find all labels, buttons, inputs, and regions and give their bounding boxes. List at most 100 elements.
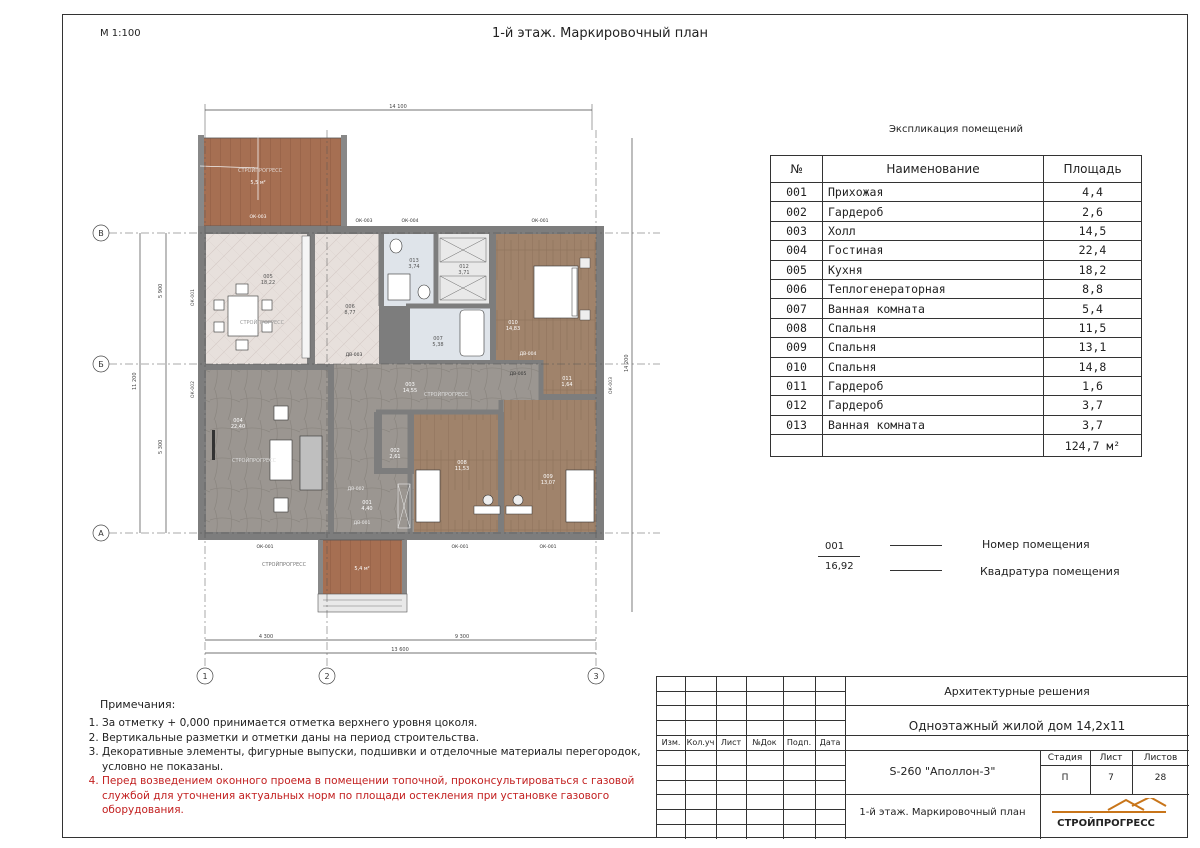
explication-name: Прихожая	[822, 181, 1044, 203]
win-ok001-b3: ОК-001	[540, 544, 557, 550]
win-ok001-top: ОК-001	[532, 218, 549, 224]
explication-name: Теплогенераторная	[822, 278, 1044, 300]
explication-area: 18,2	[1043, 259, 1142, 280]
notes-list: За отметку + 0,000 принимается отметка в…	[86, 716, 658, 818]
explication-title: Экспликация помещений	[888, 124, 1024, 135]
axis-v: В	[98, 229, 104, 238]
explication-name: Гардероб	[822, 375, 1044, 397]
axis-3: 3	[593, 672, 598, 681]
col-no: №	[770, 155, 823, 183]
explication-name: Ванная комната	[822, 298, 1044, 319]
explication-area: 1,6	[1043, 375, 1142, 397]
explication-no: 007	[770, 298, 823, 319]
legend-area-label: Квадратура помещения	[980, 565, 1120, 578]
explication-name: Гостиная	[822, 240, 1044, 261]
stamp-col-izm: Изм.	[661, 738, 681, 747]
dim-right-total: 14 200	[624, 355, 630, 373]
stamp-sheet-number: 7	[1108, 773, 1114, 783]
stamp-stage: П	[1061, 773, 1069, 783]
dim-left-lower: 5 300	[158, 440, 164, 454]
win-ok001-b2: ОК-001	[452, 544, 469, 550]
door-dv004: ДВ-004	[520, 351, 537, 357]
explication-area: 4,4	[1043, 181, 1142, 203]
legend-number-label: Номер помещения	[982, 538, 1090, 551]
drawing-scale: М 1:100	[100, 28, 141, 39]
win-ok001-left: ОК-001	[190, 289, 196, 306]
explication-no: 010	[770, 356, 823, 377]
title-block: Изм. Кол.уч Лист №Док Подп. Дата Архитек…	[656, 676, 1189, 839]
stamp-code: S-260 "Аполлон-3"	[889, 765, 996, 778]
stamp-col-list: Лист	[720, 738, 742, 747]
company-logo: СТРОЙПРОГРЕСС	[1052, 798, 1167, 829]
company-logo-text: СТРОЙПРОГРЕСС	[1057, 816, 1155, 829]
watermark-top: СТРОЙПРОГРЕСС	[238, 167, 283, 174]
explication-name: Ванная комната	[822, 414, 1044, 436]
door-dv005: ДВ-005	[510, 371, 527, 377]
watermark-hall: СТРОЙПРОГРЕСС	[424, 391, 469, 398]
explication-area: 14,5	[1043, 220, 1142, 242]
explication-no: 009	[770, 337, 823, 358]
explication-no: 003	[770, 220, 823, 242]
win-ok003-right: ОК-003	[608, 377, 614, 394]
stamp-sheets-label: Листов	[1143, 753, 1178, 763]
explication-area: 13,1	[1043, 337, 1142, 358]
explication-name: Гардероб	[822, 395, 1044, 416]
total-empty-name	[822, 434, 1044, 458]
explication-area: 3,7	[1043, 395, 1142, 416]
explication-area: 3,7	[1043, 414, 1142, 436]
watermark-kitchen: СТРОЙПРОГРЕСС	[240, 319, 285, 326]
explication-no: 008	[770, 317, 823, 339]
stamp-drawing-name: 1-й этаж. Маркировочный план	[859, 807, 1026, 818]
explication-area: 14,8	[1043, 356, 1142, 377]
drawing-sheet-frame	[62, 14, 1188, 838]
axis-2: 2	[324, 672, 329, 681]
explication-name: Спальня	[822, 337, 1044, 358]
terrace-top-area: 5,5 м²	[250, 180, 265, 186]
col-area: Площадь	[1043, 155, 1142, 183]
axis-a: А	[98, 529, 104, 538]
win-ok003: ОК-003	[356, 218, 373, 224]
dim-left-upper: 5 900	[158, 284, 164, 298]
explication-area: 2,6	[1043, 201, 1142, 222]
stamp-col-podp: Подп.	[786, 738, 812, 747]
explication-area: 11,5	[1043, 317, 1142, 339]
col-name: Наименование	[822, 155, 1044, 183]
legend-leader-1	[890, 545, 942, 546]
stamp-col-data: Дата	[819, 738, 841, 747]
explication-no: 006	[770, 278, 823, 300]
dim-top: 14 100	[389, 104, 407, 110]
explication-no: 002	[770, 201, 823, 222]
axis-b: Б	[98, 360, 104, 369]
explication-no: 011	[770, 375, 823, 397]
total-empty-no	[770, 434, 823, 458]
stamp-sheet-label: Лист	[1099, 753, 1123, 763]
explication-no: 013	[770, 414, 823, 436]
axis-1: 1	[202, 672, 207, 681]
explication-area: 5,4	[1043, 298, 1142, 319]
win-ok001-b1: ОК-001	[257, 544, 274, 550]
stamp-col-ndok: №Док	[752, 738, 777, 747]
floor-plan: 14 100 5,5 м² СТРОЙПРОГРЕСС ОК-003	[92, 104, 660, 685]
total-area: 124,7 м²	[1043, 434, 1142, 458]
dim-bottom-left: 4 300	[259, 634, 273, 640]
